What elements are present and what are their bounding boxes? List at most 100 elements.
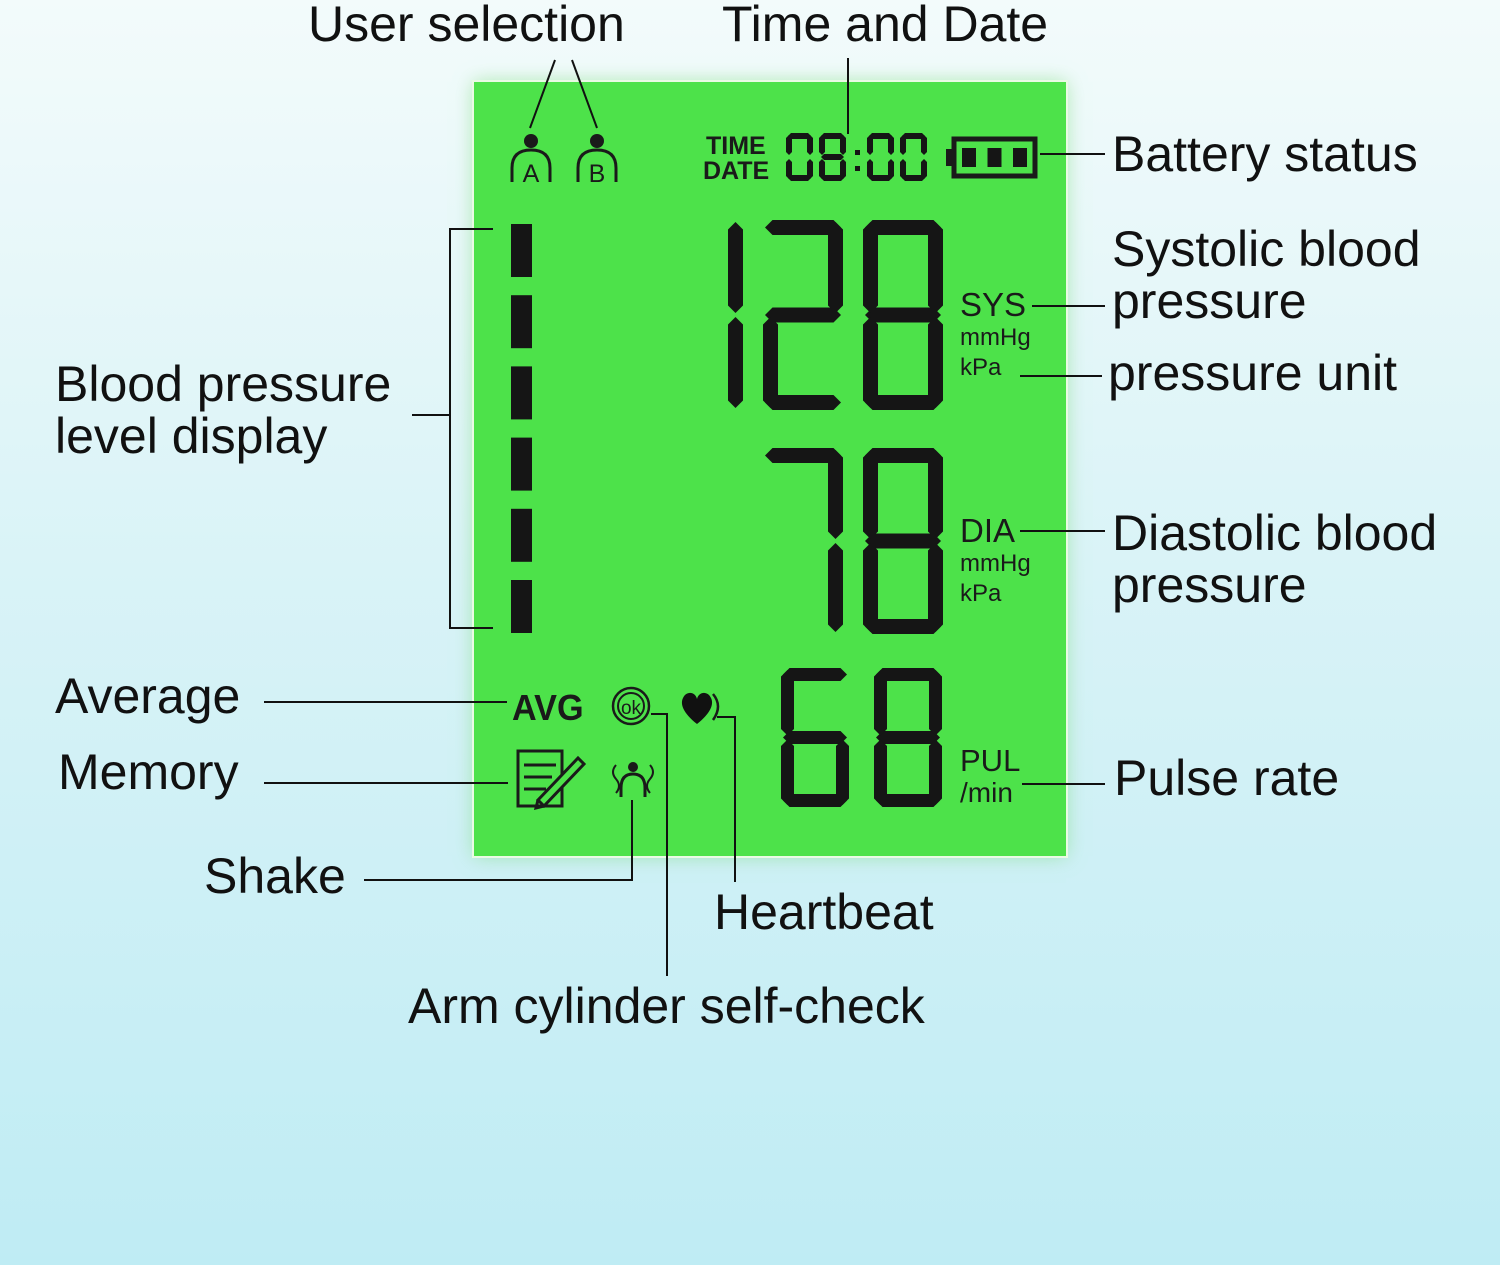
label-pressure-unit: pressure unit	[1108, 345, 1398, 401]
leader-bp-level-bracket	[449, 228, 493, 629]
person-b-icon	[576, 134, 618, 182]
lcd-sys-unit-mmhg: mmHg	[960, 324, 1031, 351]
bp-level-bar	[511, 437, 532, 491]
segment-e	[900, 159, 906, 179]
leader-user-b	[571, 59, 598, 129]
lcd-sys-unit-kpa: kPa	[960, 354, 1002, 381]
lcd-dia-label: DIA	[960, 512, 1016, 549]
segment-a	[783, 668, 847, 681]
segment-digit-0	[728, 222, 743, 408]
lcd-pulse-digits	[781, 668, 942, 807]
segment-f	[874, 670, 887, 736]
segment-e	[874, 739, 887, 805]
segment-d	[865, 619, 941, 634]
segment-c	[928, 543, 943, 632]
segment-g	[865, 307, 941, 323]
segment-e	[763, 317, 778, 408]
segment-c	[828, 543, 843, 632]
leader-lines	[264, 58, 1105, 976]
segment-b	[928, 222, 943, 313]
segment-c	[807, 159, 813, 179]
segment-c	[840, 159, 846, 179]
clock-colon-dot	[855, 166, 860, 171]
segment-d	[765, 395, 841, 410]
segment-d	[865, 395, 941, 410]
label-bp-level-line1: Blood pressure	[55, 356, 392, 412]
segment-c	[921, 159, 927, 179]
segment-c	[728, 317, 743, 408]
segment-b	[828, 222, 843, 313]
battery-segment	[962, 148, 976, 167]
battery-level-segments	[962, 148, 1027, 167]
lcd-dia-unit-mmhg: mmHg	[960, 550, 1031, 577]
segment-f	[867, 135, 873, 155]
lcd-time-label: TIME	[706, 132, 766, 160]
segment-c	[888, 159, 894, 179]
lcd-diastolic-digits	[765, 448, 943, 634]
bp-level-bar	[511, 224, 532, 277]
segment-c	[836, 739, 849, 805]
segment-d	[821, 175, 844, 181]
segment-f	[900, 135, 906, 155]
segment-f	[781, 670, 794, 736]
segment-b	[888, 135, 894, 155]
bp-level-bars	[511, 224, 532, 633]
segment-a	[765, 448, 841, 463]
segment-f	[863, 222, 878, 313]
bp-level-bar	[511, 366, 532, 420]
label-diastolic-line1: Diastolic blood	[1112, 505, 1438, 561]
segment-d	[869, 175, 892, 181]
lcd-systolic-digits	[728, 220, 943, 410]
segment-f	[863, 450, 878, 539]
segment-e	[781, 739, 794, 805]
segment-a	[876, 668, 940, 681]
lcd-sys-label: SYS	[960, 286, 1027, 323]
segment-a	[865, 220, 941, 235]
segment-g	[876, 731, 940, 744]
bp-level-bar	[511, 580, 532, 633]
segment-b	[728, 222, 743, 313]
segment-b	[828, 450, 843, 539]
segment-a	[865, 448, 941, 463]
segment-c	[929, 739, 942, 805]
segment-a	[902, 133, 925, 139]
heart-icon	[681, 692, 720, 724]
user-b-letter: B	[589, 160, 606, 188]
segment-b	[921, 135, 927, 155]
bp-level-bar	[511, 295, 532, 349]
lcd-per-min-label: /min	[960, 777, 1013, 808]
segment-b	[807, 135, 813, 155]
label-memory: Memory	[58, 744, 239, 800]
label-arm-cylinder-self-check: Arm cylinder self-check	[408, 978, 925, 1034]
leader-user-a	[529, 59, 556, 129]
battery-segment	[987, 148, 1002, 167]
segment-b	[840, 135, 846, 155]
segment-digit-1	[763, 220, 843, 410]
label-systolic-line2: pressure	[1112, 273, 1307, 329]
segment-digit-1	[874, 668, 942, 807]
lcd-pul-label: PUL	[960, 743, 1021, 778]
segment-b	[929, 670, 942, 736]
lcd-dia-unit-kpa: kPa	[960, 580, 1002, 607]
person-a-icon	[510, 134, 552, 182]
lcd-screen	[474, 82, 1066, 856]
label-diastolic-line2: pressure	[1112, 557, 1307, 613]
label-pulse-rate: Pulse rate	[1114, 750, 1340, 806]
segment-e	[863, 317, 878, 408]
segment-f	[786, 135, 792, 155]
label-average: Average	[55, 668, 241, 724]
label-bp-level-line2: level display	[55, 408, 328, 464]
battery-icon	[946, 136, 1038, 179]
memory-notepad-icon	[516, 749, 587, 811]
segment-a	[821, 133, 844, 139]
label-user-selection: User selection	[308, 0, 625, 52]
segment-digit-0	[781, 668, 849, 807]
segment-digit-1	[863, 448, 943, 634]
segment-digit-m1	[900, 133, 927, 181]
label-battery-status: Battery status	[1112, 126, 1418, 182]
segment-digit-2	[863, 220, 943, 410]
segment-g	[865, 533, 941, 549]
segment-g	[765, 307, 841, 323]
segment-b	[928, 450, 943, 539]
